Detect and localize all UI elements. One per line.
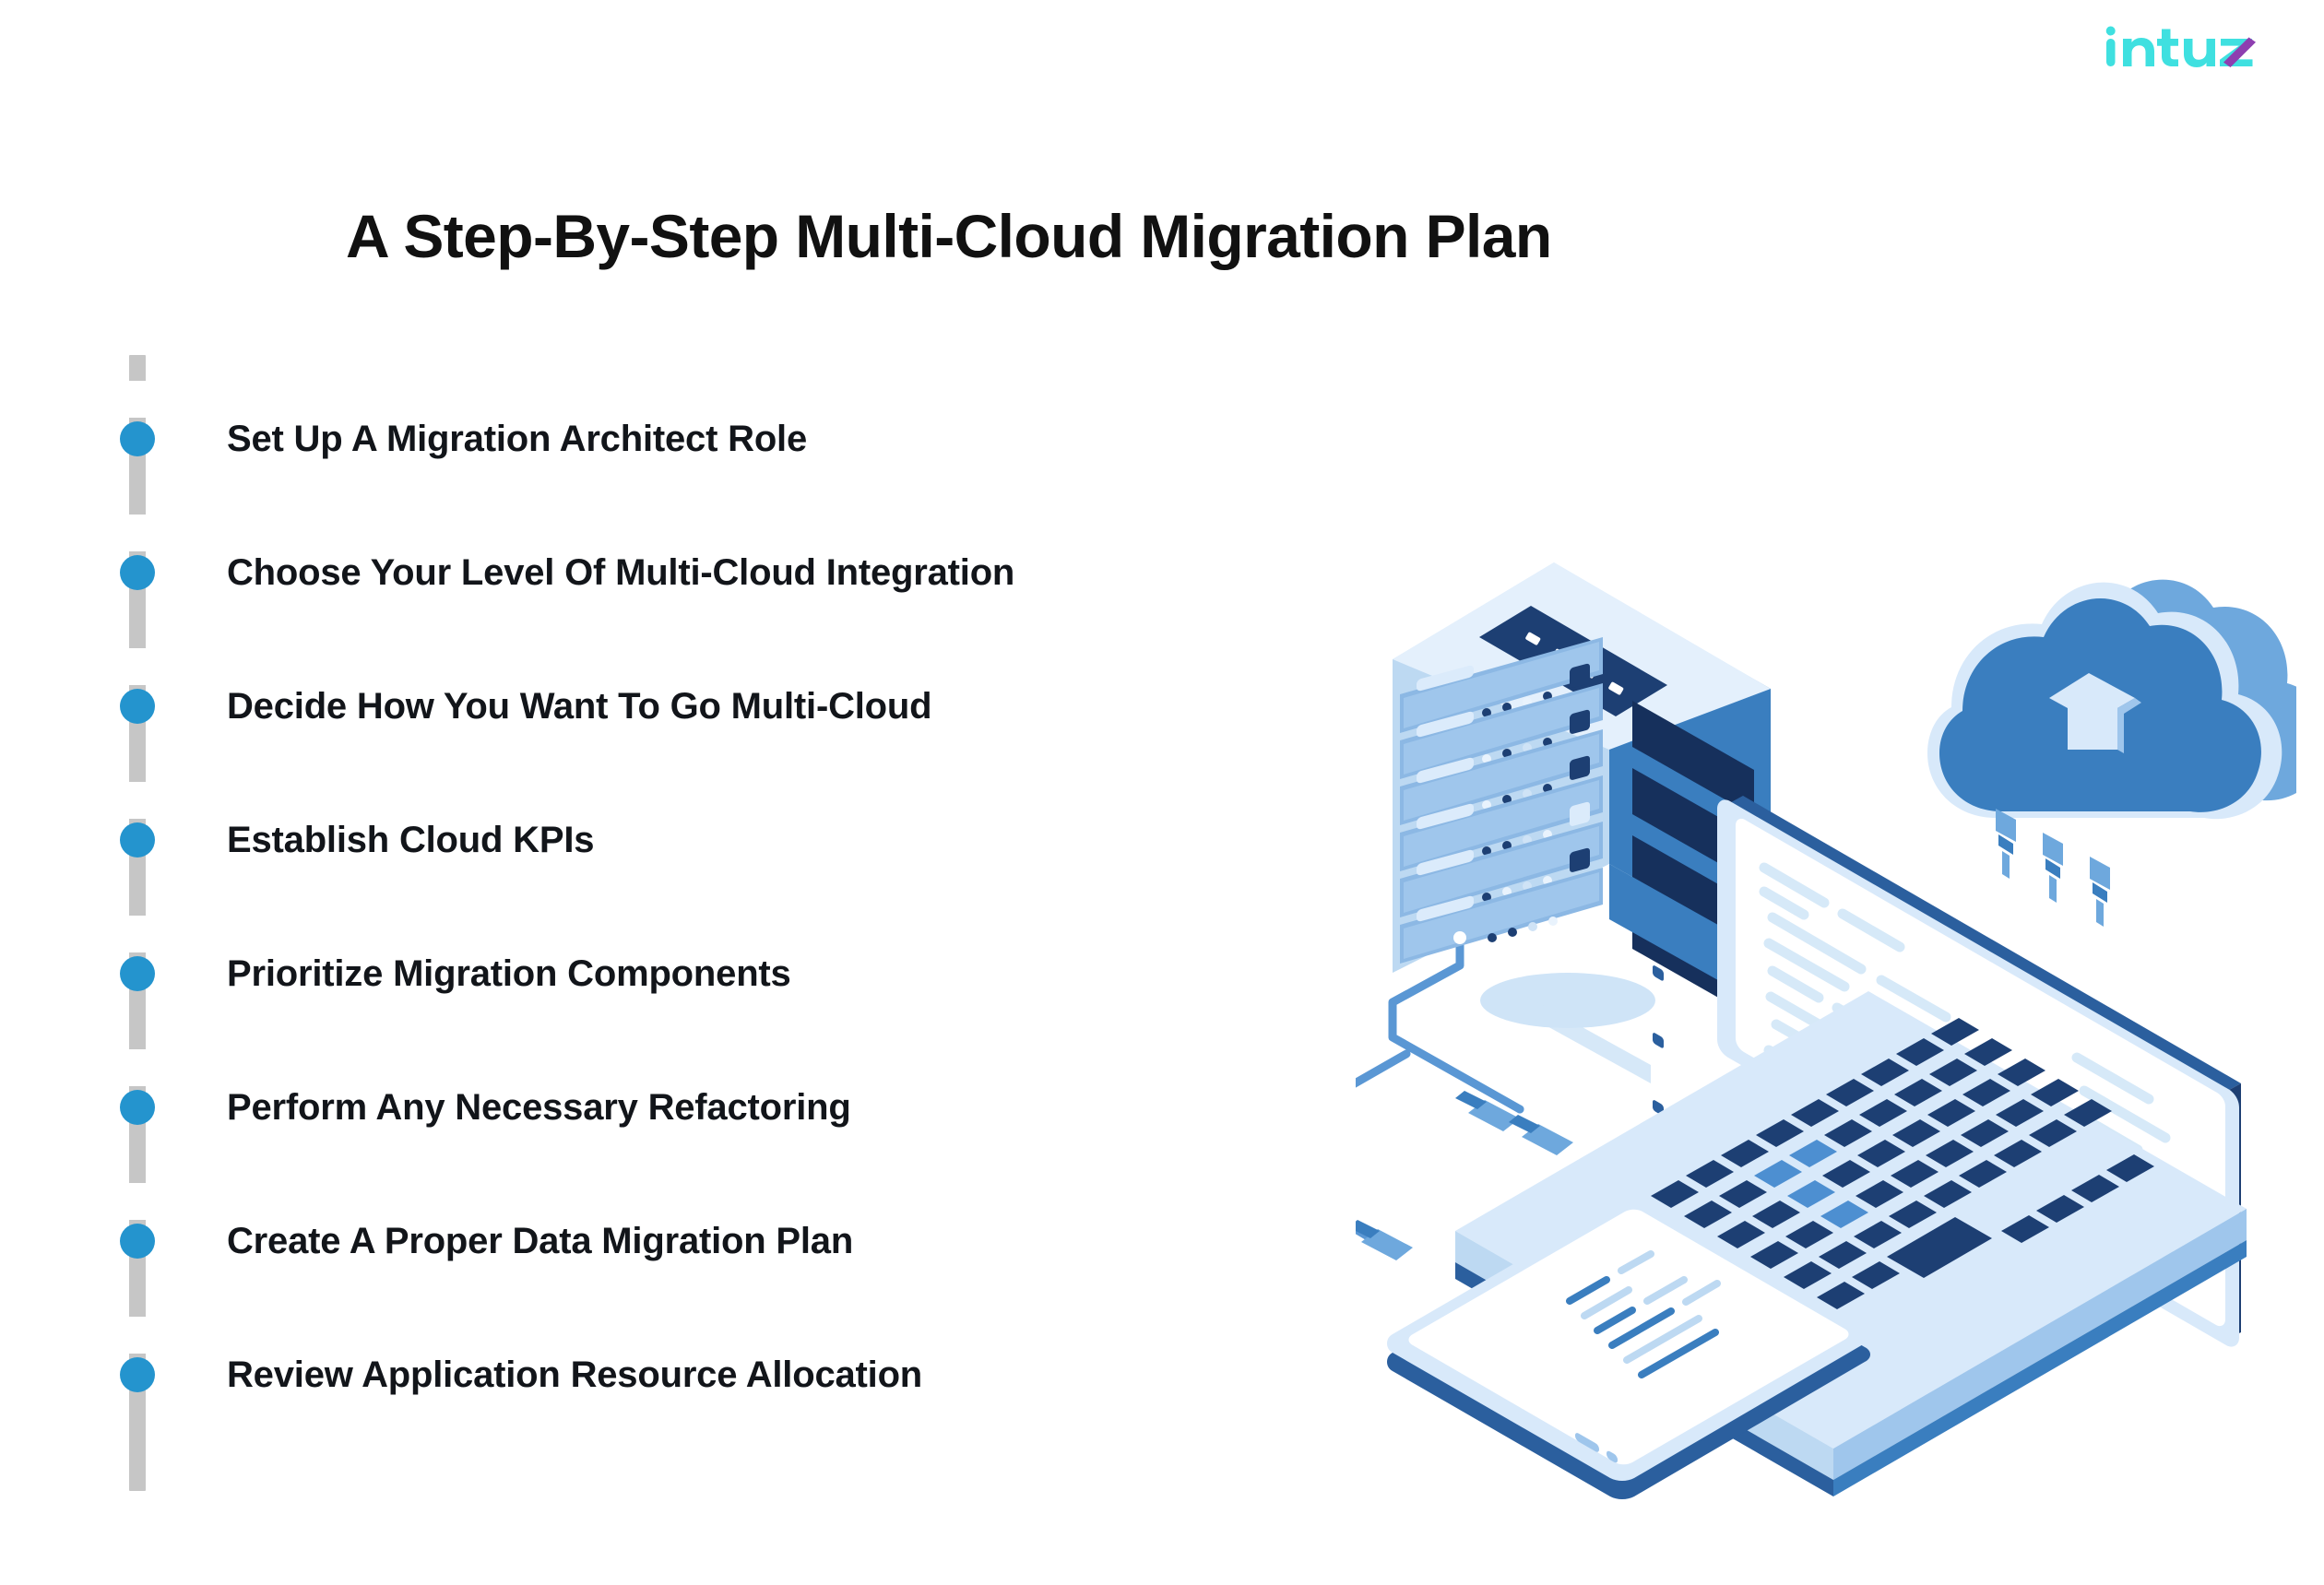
timeline-dot-icon [111,1082,164,1133]
timeline-dot-icon [111,814,164,866]
upload-arrow-icon [2049,673,2135,750]
step-label: Establish Cloud KPIs [227,819,595,860]
step-label: Prioritize Migration Components [227,952,791,994]
intuz-logo [2101,24,2285,79]
list-item[interactable]: Create A Proper Data Migration Plan [111,1215,853,1267]
list-item[interactable]: Set Up A Migration Architect Role [111,413,807,465]
logo-svg [2105,26,2256,67]
step-label: Create A Proper Data Migration Plan [227,1220,854,1261]
timeline-gap [127,782,148,819]
plug-connectors-icon [1996,809,2110,927]
multi-cloud-illustration [1356,512,2296,1517]
step-label: Set Up A Migration Architect Role [227,418,808,459]
cable-plug-icon [1356,1091,1573,1260]
step-label: Decide How You Want To Go Multi-Cloud [227,685,932,727]
logo-accent-stroke [2223,37,2256,67]
timeline-gap [127,515,148,551]
phone-content-lines [1566,1250,1721,1378]
step-label: Review Application Resource Allocation [227,1354,923,1395]
timeline-dot-icon [111,547,164,598]
cloud-upload-icon [1927,579,2296,927]
timeline-gap [127,648,148,685]
timeline-gap [127,916,148,952]
timeline-dot-icon [111,413,164,465]
cable-icon [1356,904,1524,1245]
timeline-gap [127,1049,148,1086]
step-label: Perform Any Necessary Refactoring [227,1086,851,1128]
list-item[interactable]: Review Application Resource Allocation [111,1349,922,1401]
timeline-gap [127,1317,148,1354]
timeline-gap [127,381,148,418]
list-item[interactable]: Perform Any Necessary Refactoring [111,1082,851,1133]
illustration-svg [1356,562,2296,1499]
list-item[interactable]: Establish Cloud KPIs [111,814,594,866]
timeline-dot-icon [111,1215,164,1267]
keyboard-icon [1651,1018,2154,1309]
timeline-dot-icon [111,1349,164,1401]
timeline-gap [127,1183,148,1220]
list-item[interactable]: Prioritize Migration Components [111,948,791,999]
timeline-dot-icon [111,948,164,999]
timeline-dot-icon [111,680,164,732]
page-title: A Step-By-Step Multi-Cloud Migration Pla… [346,202,1552,271]
list-item[interactable]: Choose Your Level Of Multi-Cloud Integra… [111,547,1014,598]
list-item[interactable]: Decide How You Want To Go Multi-Cloud [111,680,932,732]
smartphone-icon [1387,1199,1870,1499]
step-label: Choose Your Level Of Multi-Cloud Integra… [227,551,1015,593]
timeline-track [127,355,148,1491]
